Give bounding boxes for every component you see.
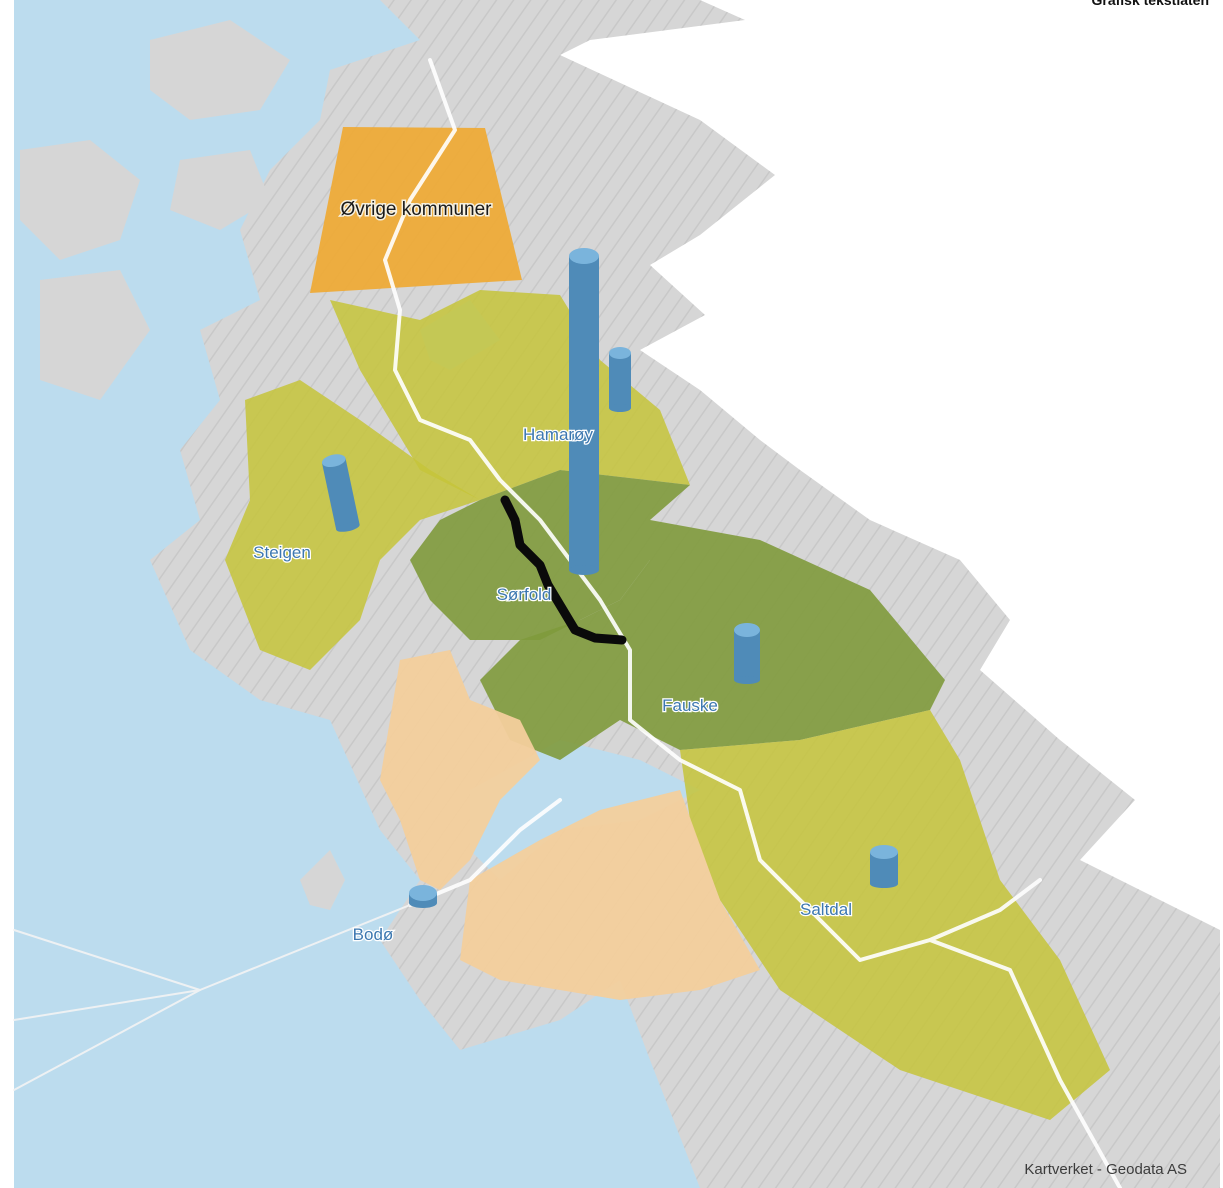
label-bodo: Bodø bbox=[353, 925, 394, 944]
road-e6 bbox=[383, 58, 1122, 1188]
region-saltdal[interactable] bbox=[680, 710, 1110, 1120]
label-fauske: Fauske bbox=[662, 696, 718, 715]
region-hamaroy[interactable] bbox=[330, 290, 690, 500]
region-labels: Øvrige kommuner Hamarøy Steigen Sørfold … bbox=[252, 198, 853, 946]
road-network bbox=[13, 58, 1122, 1188]
top-right-label: Grafisk tekstlaten bbox=[1091, 0, 1210, 8]
highlighted-route[interactable] bbox=[500, 495, 627, 645]
pillar-bodo[interactable] bbox=[409, 885, 437, 908]
label-hamaroy: Hamarøy bbox=[523, 425, 593, 444]
island bbox=[150, 20, 290, 120]
label-sorfold: Sørfold bbox=[497, 585, 552, 604]
value-pillars bbox=[321, 248, 898, 908]
pillar-saltdal[interactable] bbox=[870, 845, 898, 888]
island bbox=[20, 140, 140, 260]
region-sorfold[interactable] bbox=[410, 470, 690, 640]
pillar-hamaroy[interactable] bbox=[609, 347, 631, 412]
region-bodo-east[interactable] bbox=[460, 790, 760, 1000]
pillar-steigen[interactable] bbox=[321, 452, 361, 533]
road-branch bbox=[928, 878, 1042, 942]
pillar-fauske[interactable] bbox=[734, 623, 760, 684]
region-fauske[interactable] bbox=[480, 520, 945, 760]
region-bodo[interactable] bbox=[380, 650, 540, 890]
map-attribution: Kartverket - Geodata AS bbox=[1024, 1161, 1187, 1178]
ferry-line bbox=[13, 989, 201, 1091]
sea-area bbox=[14, 0, 700, 1188]
road-bodo bbox=[408, 798, 562, 907]
label-ovrige-kommuner: Øvrige kommuner bbox=[341, 199, 493, 220]
sea-fjord bbox=[470, 740, 700, 880]
label-steigen: Steigen bbox=[253, 543, 311, 562]
region-ovrige-kommuner[interactable] bbox=[310, 127, 522, 293]
island bbox=[170, 150, 270, 230]
pillar-hamaroy-tall[interactable] bbox=[569, 248, 599, 575]
ferry-line bbox=[13, 989, 201, 1021]
label-saltdal: Saltdal bbox=[800, 900, 852, 919]
island bbox=[300, 850, 345, 910]
island bbox=[40, 270, 150, 400]
